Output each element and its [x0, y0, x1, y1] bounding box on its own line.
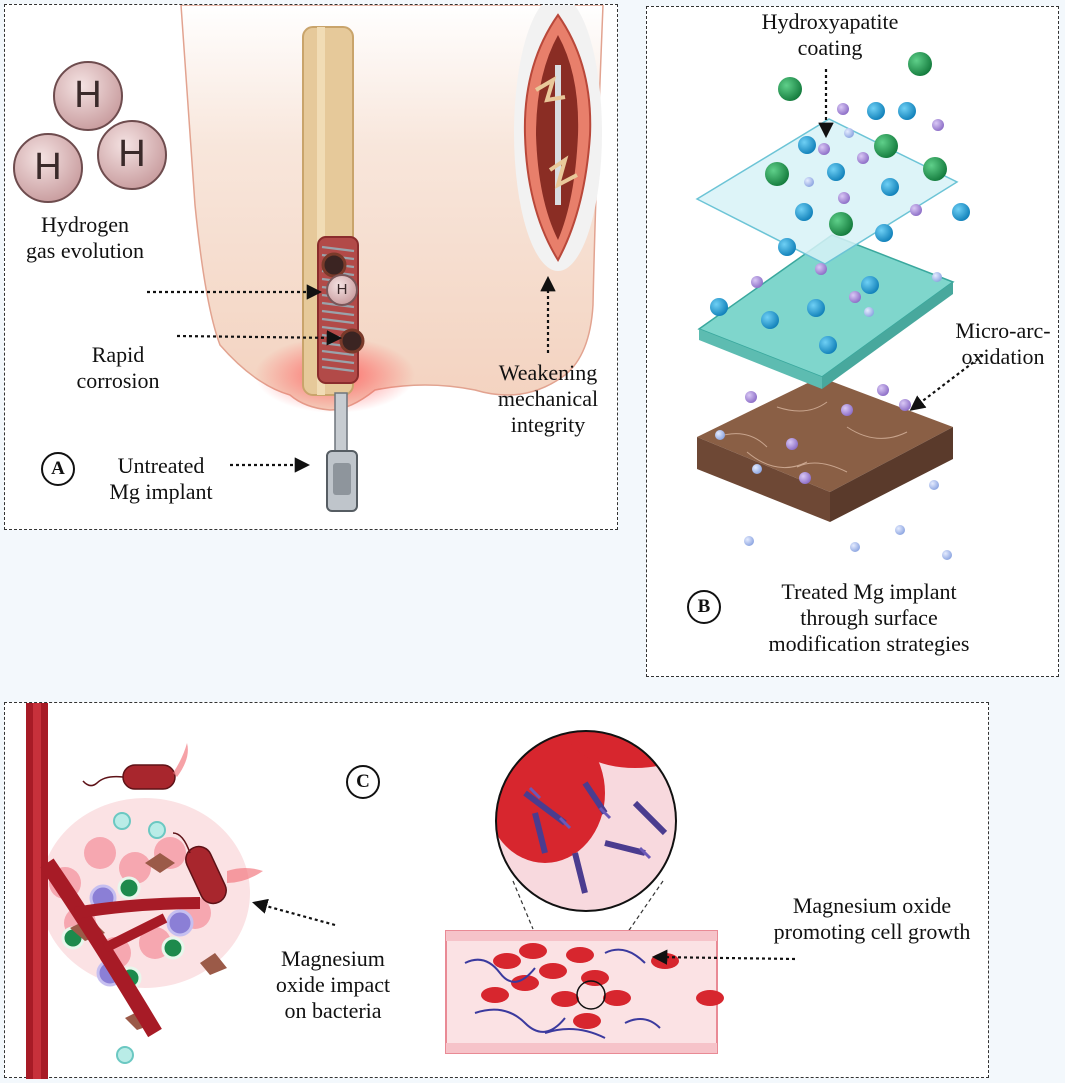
micro-arc-oxidation-label: Micro-arc- oxidation: [955, 318, 1051, 369]
corrosion-pit-icon: [339, 328, 365, 354]
screw-shaft: [334, 392, 348, 454]
hydroxyapatite-layer: [695, 118, 959, 265]
panel-a-illustration: [13, 5, 604, 512]
rapid-corrosion-label: Rapid corrosion: [76, 342, 160, 393]
panel-a: H H H H Hydrogen gas evolution Rapid cor…: [4, 4, 618, 530]
fractured-bone-icon: [514, 5, 602, 271]
corrosion-pit-icon: [321, 252, 347, 278]
weakening-integrity-label: Weakening mechanical integrity: [497, 360, 599, 437]
hydrogen-atom-icon: [53, 61, 123, 131]
hydrogen-gas-evolution-label: Hydrogen gas evolution: [26, 212, 144, 263]
green-particles: [765, 52, 947, 236]
panel-c-illustration: [26, 703, 796, 1079]
panel-c: Magnesium oxide impact on bacteria Magne…: [4, 702, 989, 1079]
light-particles: [715, 128, 952, 560]
hydrogen-symbol: H: [118, 133, 146, 175]
mgo-cell-growth-label: Magnesium oxide promoting cell growth: [773, 893, 971, 944]
panel-b: Hydroxyapatite coating Micro-arc- oxidat…: [646, 6, 1059, 677]
panel-b-badge: B: [687, 590, 721, 624]
mgo-bacteria-label: Magnesium oxide impact on bacteria: [275, 946, 391, 1023]
blood-vessel-segment: [445, 930, 724, 1054]
panel-c-badge: C: [346, 765, 380, 799]
bacteria-icon: [82, 743, 188, 790]
treated-implant-label: Treated Mg implant through surface modif…: [768, 579, 970, 656]
blue-particles: [710, 102, 970, 354]
bacteria-icon: [172, 832, 263, 905]
hydrogen-atom-icon: [13, 133, 83, 203]
hydrogen-atom-icon: [97, 120, 167, 190]
bacteria-arrow: [252, 898, 336, 927]
hydrogen-bubble-icon: [326, 274, 358, 306]
hydrogen-symbol: H: [336, 281, 348, 298]
micro-arc-arrow: [909, 354, 984, 411]
mg-substrate-block: [697, 377, 953, 522]
hydrogen-symbol: H: [74, 74, 102, 116]
cell-growth-arrow: [651, 949, 796, 965]
untreated-implant-label: Untreated Mg implant: [109, 453, 213, 504]
hydrogen-symbol: H: [34, 146, 62, 188]
purple-particles: [745, 103, 944, 484]
panel-a-badge: A: [41, 452, 75, 486]
micro-arc-oxidation-layer: [697, 234, 955, 389]
hydroxyapatite-coating-label: Hydroxyapatite coating: [761, 9, 899, 60]
panel-b-illustration: [695, 52, 984, 560]
blood-vessel-branch: [26, 703, 201, 1079]
